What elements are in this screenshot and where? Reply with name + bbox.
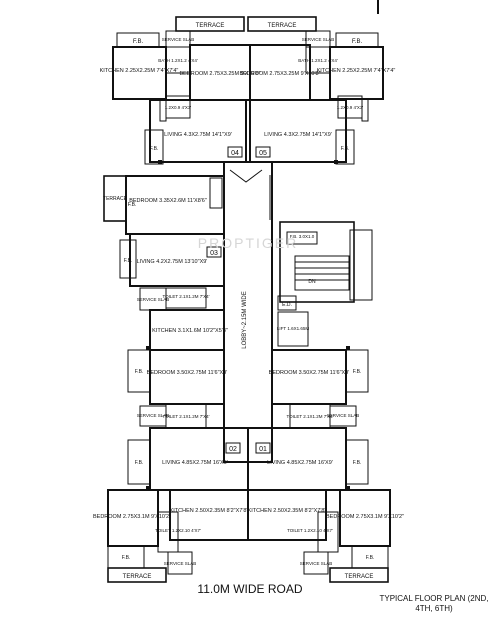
bedroom-label: BEDROOM 2.75X3.1M 9'X10'2" xyxy=(326,514,404,520)
fb-label: F.B. xyxy=(353,369,362,375)
ed-label: E.D. xyxy=(282,302,292,308)
terrace-label: TERRACE xyxy=(268,23,297,29)
fb-label: F.B. xyxy=(135,369,144,375)
fb-label: F.B. xyxy=(135,460,144,466)
living-label: LIVING 4.3X2.75M 14'1"X9' xyxy=(164,132,232,138)
service-slab-label: SERVICE SLAB xyxy=(300,561,332,566)
bedroom-label: BEDROOM 3.50X2.75M 11'6"X9' xyxy=(147,370,228,376)
wc-label: 1.2X0.9 4'X3' xyxy=(337,105,364,110)
kitchen-label: KITCHEN 2.50X2.35M 8'2"X7'8" xyxy=(248,508,327,514)
service-slab-label: SERVICE SLAB xyxy=(327,413,359,418)
unit-number: 02 xyxy=(229,446,237,453)
fb-label: F.B. xyxy=(124,258,133,264)
fb-label: F.B. xyxy=(150,146,159,152)
lift-label: LIFT 1.6X1.65M xyxy=(277,326,309,331)
living-label: LIVING 4.85X2.75M 16'X9' xyxy=(162,460,228,466)
watermark: PROPTIGER xyxy=(198,235,298,251)
toilet-label: TOILET 2.1X1.2M 7'X4' xyxy=(162,414,209,419)
terrace-label: TERRACE xyxy=(345,574,374,580)
toilet-label: TOILET 1.2X2.10 4'X7' xyxy=(155,528,201,533)
bath-label: BATH 1.2X1.2 4'X4' xyxy=(158,58,198,63)
plan-caption: TYPICAL FLOOR PLAN (2ND, 4TH, 6TH) xyxy=(379,594,489,613)
fb-label: F.B. xyxy=(353,460,362,466)
bedroom-label: BEDROOM 3.35X2.6M 11'X8'6" xyxy=(129,198,207,204)
terrace-label: TERRACE xyxy=(123,574,152,580)
living-label: LIVING 4.3X2.75M 14'1"X9' xyxy=(264,132,332,138)
toilet-label: TOILET 1.2X2.10 4'X7' xyxy=(287,528,333,533)
unit-number: 04 xyxy=(231,150,239,157)
kitchen-label: KITCHEN 2.25X2.25M 7'4"X7'4" xyxy=(317,68,396,74)
bath-label: BATH 1.2X1.2 4'X4' xyxy=(298,58,338,63)
fb-label: F.B. xyxy=(341,146,350,152)
kitchen-label: KITCHEN 2.50X2.35M 8'2"X7'8" xyxy=(170,508,249,514)
service-slab-label: SERVICE SLAB xyxy=(164,561,196,566)
stair-direction: DN xyxy=(308,279,316,285)
bedroom-label: BEDROOM 2.75X3.1M 9'X10'2" xyxy=(93,514,171,520)
service-slab-label: SERVICE SLAB xyxy=(162,37,194,42)
living-label: LIVING 4.85X2.75M 16'X9' xyxy=(267,460,333,466)
living-label: LIVING 4.2X2.75M 13'10"X9' xyxy=(137,259,208,265)
fb-label: F.B. xyxy=(133,39,144,45)
service-slab-label: SERVICE SLAB xyxy=(137,413,169,418)
terrace-label: TERRACE xyxy=(103,196,128,202)
fb-label: F.B. 3.0X1.0 xyxy=(290,234,315,239)
bedroom-label: BEDROOM 3.50X2.75M 11'6"X9' xyxy=(269,370,350,376)
kitchen-label: KITCHEN 2.25X2.25M 7'4"X7'4" xyxy=(100,68,179,74)
fb-label: F.B. xyxy=(122,555,131,561)
floor-plan: TERRACE TERRACE F.B. F.B. SERVICE SLAB S… xyxy=(93,0,404,583)
bedroom-label: BEDROOM 2.75X3.25M 9'X10'8" xyxy=(179,71,260,77)
terrace-label: TERRACE xyxy=(196,23,225,29)
wc-label: 1.2X0.9 4'X3' xyxy=(165,105,192,110)
road-label: 11.0M WIDE ROAD xyxy=(197,582,303,596)
service-slab-label: SERVICE SLAB xyxy=(137,297,169,302)
fb-label: F.B. xyxy=(352,39,363,45)
unit-number: 05 xyxy=(259,150,267,157)
lobby-label: LOBBY~2.15M WIDE xyxy=(242,291,248,349)
fb-label: F.B. xyxy=(128,202,137,208)
toilet-label: TOILET 2.1X1.2M 7'X4' xyxy=(162,294,209,299)
fb-label: F.B. xyxy=(366,555,375,561)
service-slab-label: SERVICE SLAB xyxy=(302,37,334,42)
toilet-label: TOILET 2.1X1.2M 7'X4' xyxy=(286,414,333,419)
unit-number: 03 xyxy=(210,250,218,257)
bedroom-label: BEDROOM 2.75X3.25M 9'X10'8" xyxy=(239,71,320,77)
kitchen-label: KITCHEN 3.1X1.6M 10'2"X5'3" xyxy=(152,328,228,334)
unit-number: 01 xyxy=(259,446,267,453)
